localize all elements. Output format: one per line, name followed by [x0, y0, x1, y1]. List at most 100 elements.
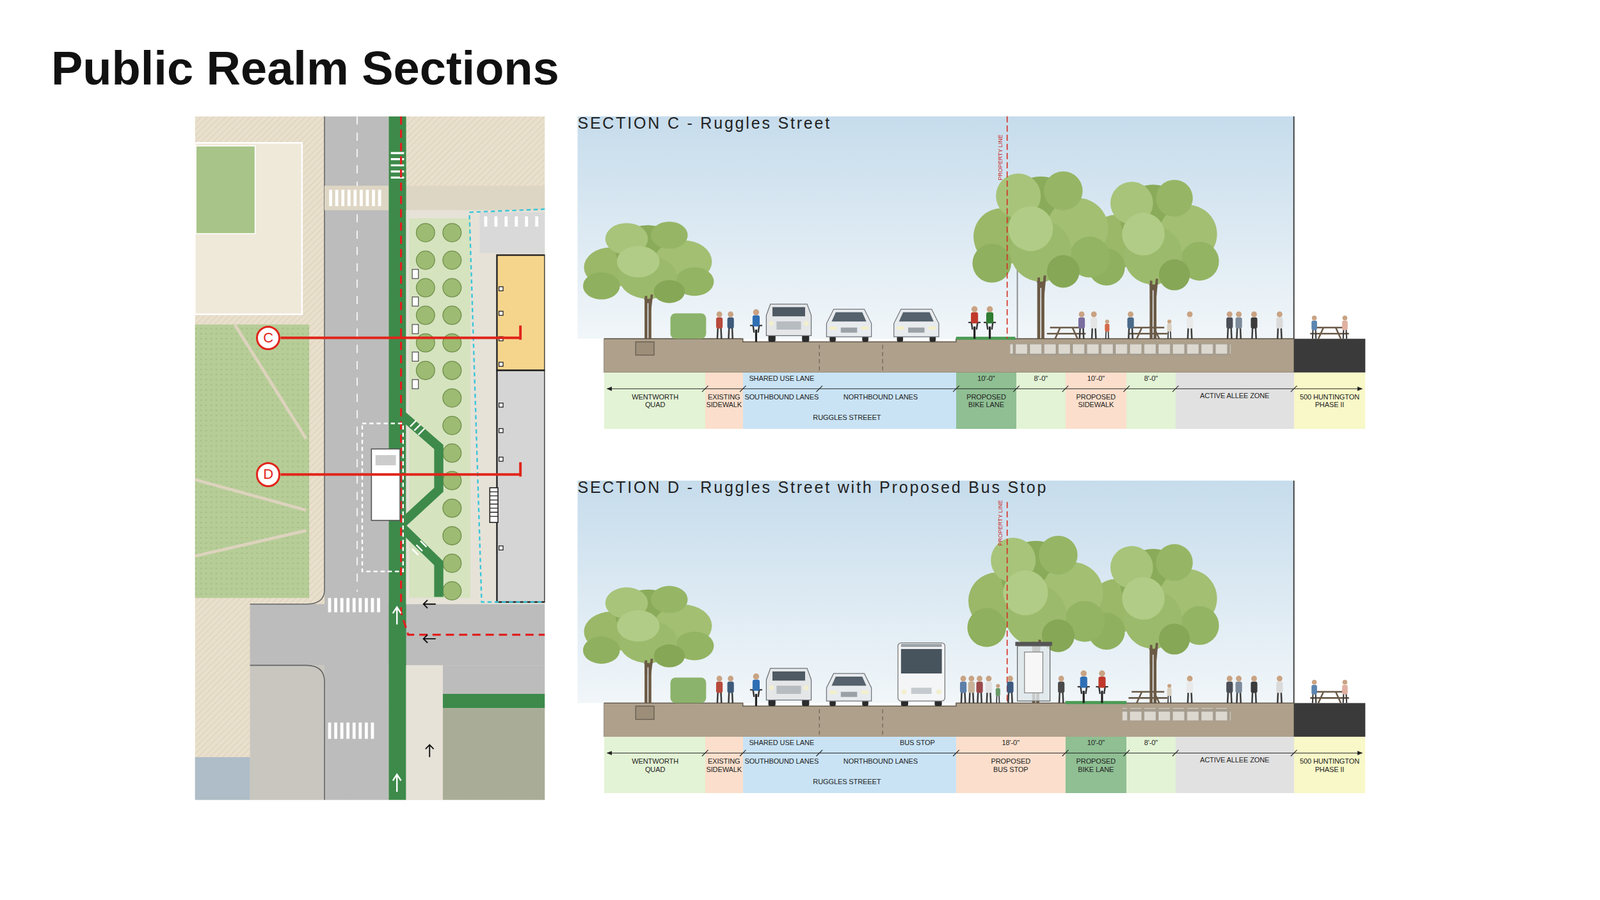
text-holder: NORTHBOUND LANES: [839, 757, 922, 766]
title-holder: Public Realm Sections: [51, 44, 560, 93]
plan-windows: [499, 286, 504, 291]
section-c-illustration: [894, 309, 939, 342]
section-band: SHARED USE LANESOUTHBOUND LANESNORTHBOUN…: [743, 372, 957, 429]
text-holder: PROPOSED BIKE LANE: [965, 392, 1007, 409]
plan-trees: [442, 223, 462, 242]
section-c-illustration: [972, 171, 1110, 339]
text-holder: 500 HUNTINGTON PHASE II: [1294, 392, 1366, 409]
site-plan: [329, 722, 373, 740]
band-label: RUGGLES STREEET: [806, 413, 889, 422]
section-c-illustration: [577, 116, 1366, 373]
band-label: 18'-0": [956, 738, 1066, 747]
site-plan: [442, 664, 545, 694]
plan-trees: [442, 278, 462, 297]
dimension-line: [607, 752, 1363, 754]
section-panel: SECTION C - Ruggles StreetWENTWORTH QUAD…: [577, 113, 1366, 429]
band-label: BUS STOP: [881, 738, 954, 747]
section-band: ACTIVE ALLEE ZONE: [1175, 736, 1295, 793]
callout-circle: C: [256, 325, 281, 351]
section-cut-line: [280, 336, 521, 340]
text-holder: 10'-0": [956, 374, 1017, 383]
site-plan: [375, 455, 397, 466]
section-panel: SECTION D - Ruggles Street with Proposed…: [577, 477, 1366, 793]
plan-windows: [499, 362, 504, 367]
section-band: 10'-0" PROPOSED BIKE LANE: [956, 372, 1017, 429]
plan-benches: [412, 269, 419, 279]
section-d-illustration: [960, 675, 967, 704]
plan-trees: [416, 250, 436, 270]
section-c-illustration: [968, 305, 981, 339]
site-plan: [356, 116, 358, 592]
section-d-illustration: [1095, 670, 1108, 703]
text-holder: RUGGLES STREEET: [806, 777, 889, 786]
site-plan: [496, 255, 545, 371]
section-band: 10'-0"PROPOSED SIDEWALK: [1065, 372, 1128, 429]
text-holder: 18'-0": [956, 738, 1066, 747]
section-d-illustration: [1006, 675, 1014, 704]
text-holder: 500 HUNTINGTON PHASE II: [1294, 757, 1366, 774]
band-label: WENTWORTH QUAD: [624, 757, 687, 774]
text-holder: 8'-0": [1126, 374, 1176, 383]
callout-circle: D: [256, 462, 281, 487]
plan-trees: [416, 223, 436, 242]
property-line-label: PROPERTY LINE: [997, 499, 1003, 546]
section-d-illustration: [1077, 670, 1090, 703]
site-plan: [442, 693, 545, 708]
site-plan: [391, 152, 405, 178]
plan-trees: [442, 581, 462, 601]
site-plan: [406, 664, 443, 800]
section-d-illustration: [1057, 675, 1065, 704]
section-d-illustration: [1065, 700, 1128, 704]
site-plan: [195, 142, 303, 315]
plan-trees: [416, 278, 436, 297]
site-plan: [479, 212, 545, 254]
site-plan: [330, 190, 381, 207]
site-plan: [442, 707, 545, 800]
section-c-illustration: [1009, 343, 1231, 356]
plan-windows: [499, 403, 504, 408]
text-holder: PROPOSED SIDEWALK: [1072, 392, 1119, 409]
plan-trees: [442, 499, 462, 518]
site-plan: [250, 664, 325, 800]
plan-windows: [499, 456, 504, 461]
callout-letter: C: [263, 330, 274, 345]
site-plan: [371, 448, 400, 521]
section-band: 10'-0"PROPOSED BIKE LANE: [1065, 736, 1128, 793]
text-holder: 8'-0": [1126, 738, 1176, 747]
band-label: PROPOSED BIKE LANE: [1075, 757, 1117, 774]
section-d-illustration: [1128, 691, 1168, 704]
site-plan: [362, 423, 404, 572]
site-plan: [392, 606, 402, 792]
plan-trees: [442, 416, 462, 435]
section-d-illustration: [967, 535, 1105, 703]
section-cut-line: [280, 472, 521, 476]
plan-trees: [442, 471, 462, 490]
dimension-ticks: [702, 750, 1298, 757]
section-band: 18'-0"PROPOSED BUS STOP: [956, 736, 1066, 793]
section-band: 8'-0": [1126, 736, 1176, 793]
plan-trees: [442, 305, 462, 325]
site-plan: [496, 370, 545, 603]
section-d-illustration: [976, 675, 984, 704]
band-label: PROPOSED SIDEWALK: [1072, 392, 1119, 409]
section-c-illustration: [1104, 319, 1110, 339]
section-d-illustration: [577, 480, 1366, 737]
section-heading: SECTION D - Ruggles Street with Proposed…: [577, 477, 1048, 497]
band-label: NORTHBOUND LANES: [839, 757, 922, 766]
section-cut-line: [280, 325, 521, 477]
text-holder: D: [257, 464, 279, 485]
section-d-illustration: [577, 480, 1366, 737]
section-d-illustration: [1122, 707, 1231, 720]
label-holder: PROPERTY LINE: [1000, 518, 1047, 530]
band-label: ACTIVE ALLEE ZONE: [1175, 391, 1295, 400]
text-holder: SHARED USE LANE: [743, 738, 821, 747]
section-c-illustration: [577, 116, 1366, 373]
text-holder: NORTHBOUND LANES: [839, 392, 922, 402]
page-title: Public Realm Sections: [51, 44, 560, 93]
section-band: 500 HUNTINGTON PHASE II: [1294, 372, 1366, 429]
section-band: 8'-0": [1016, 372, 1066, 429]
section-band: SHARED USE LANEBUS STOPSOUTHBOUND LANESN…: [743, 736, 957, 793]
section-c-illustration: [1047, 327, 1087, 340]
plan-benches: [412, 324, 419, 334]
section-c-illustration: [1128, 327, 1168, 340]
